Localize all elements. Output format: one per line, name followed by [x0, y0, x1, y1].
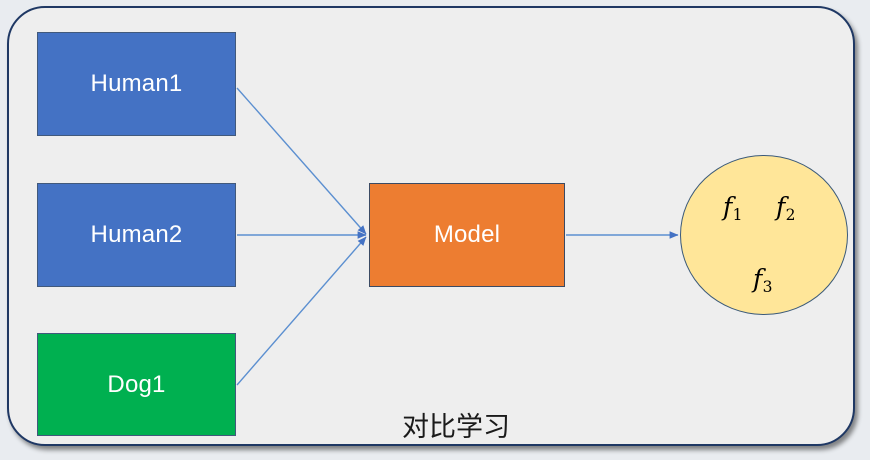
feature-f3: f3: [753, 264, 773, 296]
node-human1[interactable]: Human1: [37, 32, 236, 136]
feature-f1: f1: [723, 192, 743, 224]
node-dog1[interactable]: Dog1: [37, 333, 236, 436]
node-human2-label: Human2: [90, 221, 183, 248]
node-human1-label: Human1: [90, 70, 183, 97]
feature-f2: f2: [776, 192, 796, 224]
diagram-caption: 对比学习: [402, 412, 510, 443]
node-human2[interactable]: Human2: [37, 183, 236, 287]
node-model[interactable]: Model: [369, 183, 565, 287]
feature-ellipse[interactable]: f1 f2 f3: [680, 155, 848, 315]
node-dog1-label: Dog1: [107, 370, 166, 398]
node-model-label: Model: [433, 221, 501, 248]
